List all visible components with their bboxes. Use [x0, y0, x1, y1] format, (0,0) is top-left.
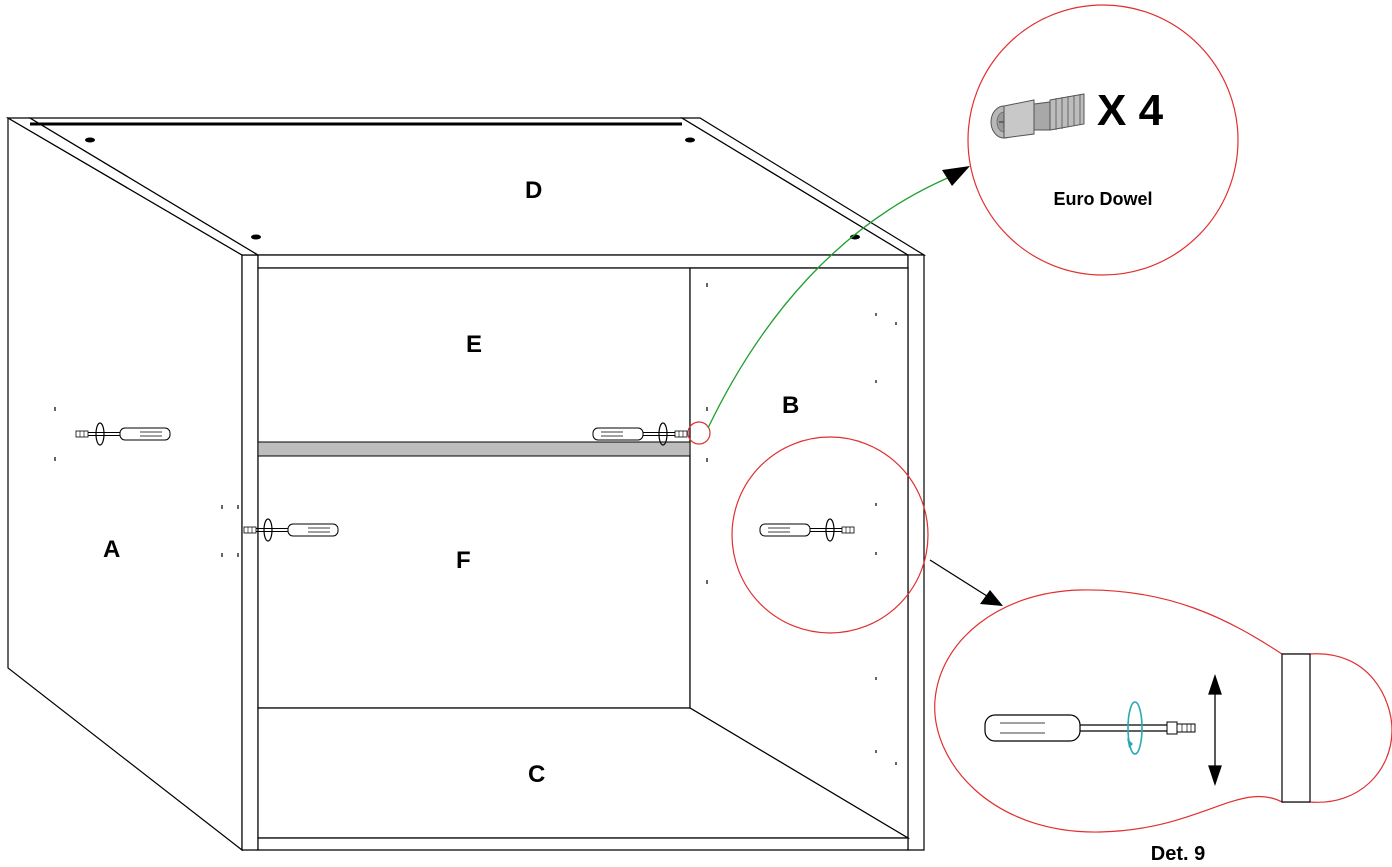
- panel-label-c: C: [528, 761, 545, 788]
- detail-panel-edge: [1281, 653, 1311, 803]
- euro-dowel-icon: [990, 93, 1085, 139]
- panel-label-d: D: [525, 177, 542, 204]
- panel-b-front-edge: [907, 254, 925, 851]
- shelf: [257, 441, 691, 457]
- dowel-leader-arrowhead: [942, 166, 970, 186]
- detail-bubble: [934, 589, 1392, 833]
- back-panel: [257, 267, 691, 709]
- panel-label-f: F: [456, 547, 471, 574]
- panel-label-e: E: [466, 331, 482, 358]
- detail-source-circle: [731, 436, 929, 634]
- panel-a-front-edge: [241, 254, 259, 851]
- hardware-quantity: X 4: [1097, 86, 1164, 135]
- dowel-highlight-circle: [687, 421, 711, 445]
- dowel-leader-line: [707, 171, 963, 429]
- detail-screwdriver: [984, 701, 1196, 755]
- detail-leader-arrowhead: [980, 590, 1003, 606]
- cabinet: [5, 116, 927, 852]
- panel-d-front-edge: [257, 254, 909, 269]
- panel-c-front-edge: [257, 837, 909, 851]
- detail-label: Det. 9: [1151, 843, 1205, 865]
- detail-vertical-arrow: [1208, 673, 1222, 787]
- top-holes: [85, 137, 860, 240]
- hardware-callout-circle: [967, 4, 1239, 276]
- hole-marks: [54, 283, 897, 765]
- hardware-part-name: Euro Dowel: [1053, 189, 1152, 209]
- panel-label-b: B: [782, 392, 799, 419]
- panel-label-a: A: [103, 536, 120, 563]
